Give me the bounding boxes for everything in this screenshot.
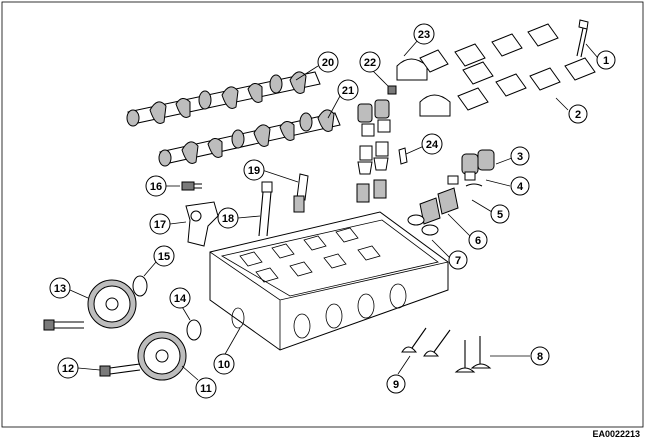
- svg-text:9: 9: [393, 379, 399, 391]
- callout-3: 3: [510, 146, 530, 166]
- svg-text:17: 17: [154, 219, 166, 231]
- camshaft-upper: [126, 71, 321, 127]
- svg-text:21: 21: [342, 85, 354, 97]
- svg-text:20: 20: [322, 57, 334, 69]
- guide-pin: [398, 147, 408, 165]
- sensor-plug: [293, 173, 309, 213]
- svg-text:8: 8: [537, 351, 543, 363]
- svg-text:2: 2: [575, 109, 581, 121]
- svg-text:16: 16: [150, 181, 162, 193]
- stud-bolt: [258, 181, 273, 237]
- callout-10: 10: [213, 353, 235, 375]
- callout-17: 17: [149, 213, 171, 235]
- cylinder-head: [209, 211, 449, 351]
- lifters-right: [407, 149, 495, 236]
- diagram-frame: [1, 1, 644, 428]
- callout-20: 20: [317, 51, 339, 73]
- small-bolt: [181, 181, 202, 191]
- sprocket-bolt-lower: [99, 363, 141, 377]
- callouts: 1 2 3 4 5 6 7 8 9 10 11 12 13 14 15 16 1…: [49, 23, 616, 399]
- bearing-caps: [396, 23, 596, 117]
- callout-6: 6: [468, 230, 488, 250]
- callout-4: 4: [510, 176, 530, 196]
- svg-text:22: 22: [364, 57, 376, 69]
- callout-5: 5: [490, 204, 510, 224]
- reference-code: EA0022213: [592, 429, 640, 439]
- svg-text:12: 12: [62, 363, 74, 375]
- callout-7: 7: [448, 250, 468, 270]
- callout-21: 21: [337, 79, 359, 101]
- svg-text:3: 3: [517, 151, 523, 163]
- svg-text:24: 24: [426, 139, 439, 151]
- svg-text:1: 1: [603, 55, 609, 67]
- callout-23: 23: [413, 23, 435, 45]
- svg-text:13: 13: [54, 283, 66, 295]
- leader-lines: [69, 39, 599, 381]
- o-ring-lower: [186, 319, 202, 341]
- svg-text:23: 23: [418, 29, 430, 41]
- valves-exhaust: [401, 327, 451, 357]
- cap-bolt: [576, 19, 589, 58]
- camshaft-sprocket-upper: [87, 279, 137, 329]
- svg-text:7: 7: [455, 255, 461, 267]
- valve-lifters-stack: [356, 99, 391, 203]
- svg-text:4: 4: [517, 181, 524, 193]
- callout-22: 22: [359, 51, 381, 73]
- svg-text:5: 5: [497, 209, 503, 221]
- callout-9: 9: [386, 374, 406, 394]
- callout-15: 15: [153, 245, 175, 267]
- callout-18: 18: [217, 207, 239, 229]
- svg-text:10: 10: [218, 359, 230, 371]
- callout-1: 1: [596, 50, 616, 70]
- callout-24: 24: [421, 133, 443, 155]
- svg-text:19: 19: [248, 165, 260, 177]
- o-ring-upper: [132, 275, 148, 297]
- bracket: [185, 201, 219, 247]
- callout-16: 16: [145, 175, 167, 197]
- camshaft-sprocket-lower: [137, 331, 187, 381]
- callout-8: 8: [530, 346, 550, 366]
- callout-12: 12: [57, 357, 79, 379]
- dowel-pin: [387, 85, 397, 95]
- callout-19: 19: [243, 159, 265, 181]
- svg-text:18: 18: [222, 213, 234, 225]
- callout-11: 11: [195, 377, 217, 399]
- valves-intake: [454, 336, 492, 373]
- callout-2: 2: [568, 104, 588, 124]
- callout-14: 14: [169, 287, 191, 309]
- svg-text:11: 11: [200, 383, 212, 395]
- sprocket-bolt-upper: [43, 319, 84, 331]
- svg-text:6: 6: [475, 235, 481, 247]
- camshaft-lower: [158, 109, 341, 167]
- svg-text:15: 15: [158, 251, 170, 263]
- callout-13: 13: [49, 277, 71, 299]
- svg-text:14: 14: [174, 293, 187, 305]
